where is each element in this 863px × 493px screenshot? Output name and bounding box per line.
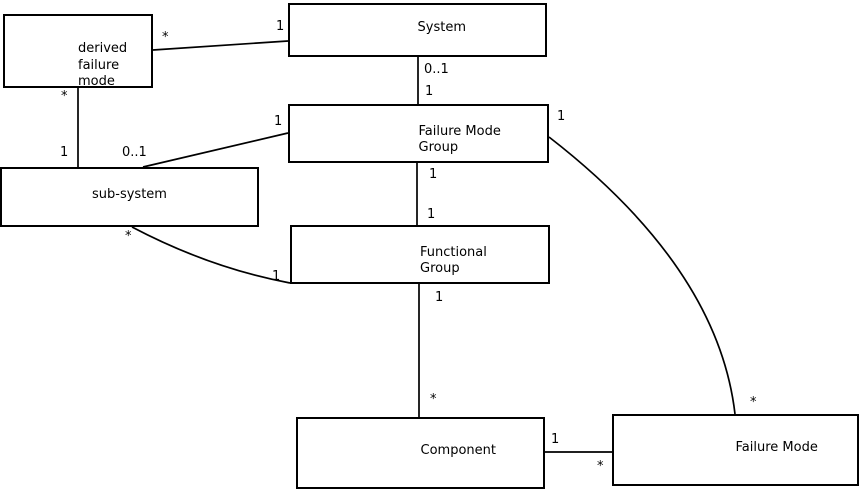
edge-subsystem-failure-mode-group — [142, 132, 289, 168]
class-label-failure-mode: Failure Mode — [735, 440, 818, 455]
multiplicity-subsystem-functional-group-dst: 1 — [272, 269, 281, 284]
class-box-failure-mode: Failure Mode — [612, 414, 859, 486]
class-label-system: System — [417, 20, 466, 35]
multiplicity-derived-failure-mode-system-src: * — [162, 30, 169, 45]
multiplicity-fmg-functional-group-dst: 1 — [427, 207, 436, 222]
class-label-failure-mode-group: Failure Mode Group — [418, 123, 501, 156]
multiplicity-subsystem-fmg-dst: 1 — [274, 114, 283, 129]
edge-failure-mode-group-failure-mode — [548, 136, 736, 415]
class-box-derived-failure-mode: derived failure mode — [3, 14, 153, 89]
multiplicity-derived-failure-mode-subsystem-dst: 1 — [60, 145, 69, 160]
multiplicity-derived-failure-mode-subsystem-src: * — [61, 89, 68, 104]
edge-subsystem-functional-group — [131, 226, 291, 284]
multiplicity-subsystem-functional-group-src: * — [125, 229, 132, 244]
multiplicity-fmg-functional-group-src: 1 — [429, 167, 438, 182]
class-label-functional-group: Functional Group — [420, 244, 487, 277]
edge-derived-failure-mode-system — [152, 40, 289, 51]
class-label-derived-failure-mode: derived failure mode — [78, 41, 128, 89]
multiplicity-derived-failure-mode-system-dst: 1 — [276, 19, 285, 34]
class-box-component: Component — [296, 417, 545, 489]
class-box-failure-mode-group: Failure Mode Group — [288, 104, 549, 163]
class-box-functional-group: Functional Group — [290, 225, 550, 284]
multiplicity-fmg-failure-mode-src: 1 — [557, 109, 566, 124]
multiplicity-fmg-failure-mode-dst: * — [750, 395, 757, 410]
class-label-component: Component — [420, 443, 496, 458]
class-box-system: System — [288, 3, 547, 57]
multiplicity-component-failure-mode-src: 1 — [551, 432, 560, 447]
multiplicity-component-failure-mode-dst: * — [597, 459, 604, 474]
multiplicity-functional-group-component-dst: * — [430, 392, 437, 407]
multiplicity-functional-group-component-src: 1 — [435, 290, 444, 305]
class-box-sub-system: sub-system — [0, 167, 259, 227]
multiplicity-system-fmg-dst: 1 — [425, 84, 434, 99]
multiplicity-subsystem-fmg-src: 0..1 — [122, 145, 147, 160]
class-label-sub-system: sub-system — [92, 187, 167, 202]
multiplicity-system-fmg-src: 0..1 — [424, 62, 449, 77]
